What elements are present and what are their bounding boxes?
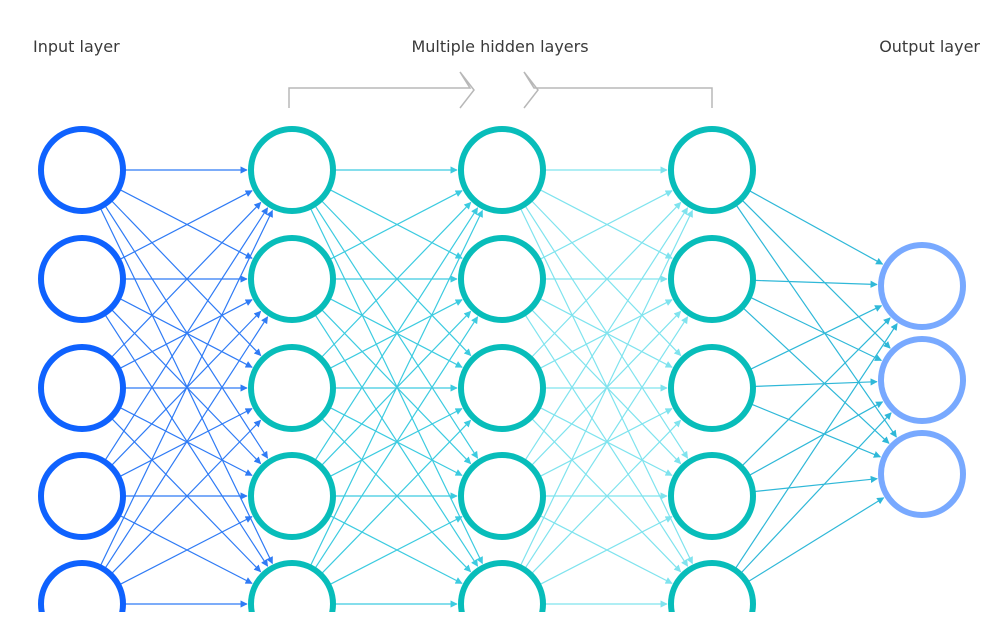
hidden-node-l3-0: [668, 126, 756, 214]
connection-l0-n1-to-n0: [119, 190, 253, 260]
connection-l1-n1-to-n2: [329, 298, 463, 368]
input-node-l0-0: [38, 126, 126, 214]
connection-l2-n1-to-n0: [539, 190, 673, 260]
hidden-node-l3-4: [668, 560, 756, 612]
connection-l3-n0-to-n1: [741, 199, 891, 349]
connection-l3-n2-to-n2: [751, 403, 882, 458]
hidden-layers-label: Multiple hidden layers: [411, 37, 588, 56]
connection-l2-n3-to-n4: [539, 515, 673, 584]
hidden-node-l3-3: [668, 452, 756, 540]
input-node-l0-2: [38, 344, 126, 432]
connection-l0-n4-to-n0: [100, 209, 273, 566]
connection-l1-n2-to-n4: [321, 418, 472, 573]
input-node-l0-3: [38, 452, 126, 540]
connection-l1-n4-to-n0: [310, 209, 483, 566]
connection-l2-n1-to-n4: [524, 314, 689, 567]
connection-l0-n0-to-n1: [119, 189, 253, 259]
connection-l3-n0-to-n0: [749, 190, 884, 265]
connection-l2-n3-to-n0: [524, 207, 689, 461]
connection-l2-n2-to-n0: [531, 201, 682, 358]
input-node-l0-1: [38, 235, 126, 323]
connection-l1-n2-to-n0: [321, 201, 472, 358]
connection-l3-n3-to-n2: [754, 475, 878, 493]
connection-l0-n2-to-n3: [119, 407, 253, 476]
connection-l0-n1-to-n4: [104, 314, 269, 567]
connection-l0-n1-to-n3: [111, 309, 262, 465]
connection-l0-n1-to-n2: [119, 298, 253, 368]
connection-l2-n4-to-n0: [520, 209, 693, 566]
output-node-l4-0: [878, 242, 966, 330]
connection-l2-n0-to-n2: [531, 200, 682, 357]
connection-l1-n4-to-n2: [321, 419, 472, 574]
connection-l1-n4-to-n3: [329, 516, 463, 585]
hidden-node-l1-4: [248, 560, 336, 612]
hidden-node-l2-1: [458, 235, 546, 323]
input-node-l0-4: [38, 560, 126, 612]
hidden-node-l1-1: [248, 235, 336, 323]
connection-l1-n0-to-n2: [321, 200, 472, 357]
connection-l0-n4-to-n2: [111, 419, 262, 574]
hidden-node-l1-2: [248, 344, 336, 432]
connection-l2-n2-to-n4: [531, 418, 682, 573]
bracket-left: [288, 71, 475, 109]
connection-l1-n1-to-n3: [321, 309, 472, 465]
connection-l0-n2-to-n0: [111, 201, 262, 358]
hidden-node-l1-0: [248, 126, 336, 214]
connection-l2-n1-to-n3: [531, 309, 682, 465]
connection-l0-n3-to-n0: [104, 207, 269, 461]
connection-l1-n4-to-n1: [314, 316, 479, 569]
connections: [100, 166, 898, 608]
connection-l1-n0-to-n3: [314, 205, 479, 459]
connection-l3-n3-to-n1: [749, 401, 884, 476]
hidden-layers-bracket: [288, 71, 713, 109]
connection-l0-n4-to-n1: [104, 316, 269, 569]
connection-l3-n1-to-n2: [743, 307, 890, 444]
connection-l0-n0-to-n2: [111, 200, 262, 357]
connection-l1-n0-to-n1: [329, 189, 463, 259]
connection-l3-n4-to-n2: [748, 497, 885, 582]
connection-l0-n0-to-n3: [104, 205, 269, 459]
bracket-right: [523, 71, 713, 109]
connection-l2-n4-to-n3: [539, 516, 673, 585]
connection-l3-n2-to-n1: [754, 378, 878, 387]
connection-l1-n1-to-n4: [314, 314, 479, 567]
hidden-node-l1-3: [248, 452, 336, 540]
connection-l2-n2-to-n3: [539, 407, 673, 476]
connection-l1-n3-to-n0: [314, 207, 479, 461]
connection-l1-n2-to-n3: [329, 407, 463, 476]
connection-l3-n1-to-n1: [750, 297, 883, 362]
connection-l0-n3-to-n4: [119, 515, 253, 584]
connection-l0-n4-to-n3: [119, 516, 253, 585]
output-layer-label: Output layer: [879, 37, 980, 56]
connection-l3-n2-to-n0: [750, 305, 883, 370]
connection-l2-n1-to-n2: [539, 298, 673, 368]
output-node-l4-2: [878, 430, 966, 518]
hidden-node-l3-2: [668, 344, 756, 432]
connection-l2-n0-to-n3: [524, 205, 689, 459]
hidden-node-l2-2: [458, 344, 546, 432]
connection-l3-n0-to-n2: [735, 205, 897, 438]
nodes: [38, 126, 966, 612]
connection-l1-n3-to-n4: [329, 515, 463, 584]
output-node-l4-1: [878, 336, 966, 424]
connection-l1-n1-to-n0: [329, 190, 463, 260]
connection-l2-n4-to-n1: [524, 316, 689, 569]
input-layer-label: Input layer: [33, 37, 120, 56]
connection-l2-n4-to-n2: [531, 419, 682, 574]
connection-l3-n3-to-n0: [741, 317, 891, 467]
connection-l2-n0-to-n4: [520, 208, 693, 565]
connection-l3-n4-to-n0: [735, 322, 898, 569]
hidden-node-l2-3: [458, 452, 546, 540]
hidden-node-l2-0: [458, 126, 546, 214]
connection-l1-n0-to-n4: [310, 208, 483, 565]
connection-l2-n0-to-n1: [539, 189, 673, 259]
connection-l3-n4-to-n1: [740, 412, 892, 574]
connection-l0-n0-to-n4: [100, 208, 273, 565]
connection-l0-n2-to-n4: [111, 418, 262, 573]
hidden-node-l3-1: [668, 235, 756, 323]
connection-l3-n1-to-n0: [754, 279, 878, 288]
hidden-node-l2-4: [458, 560, 546, 612]
